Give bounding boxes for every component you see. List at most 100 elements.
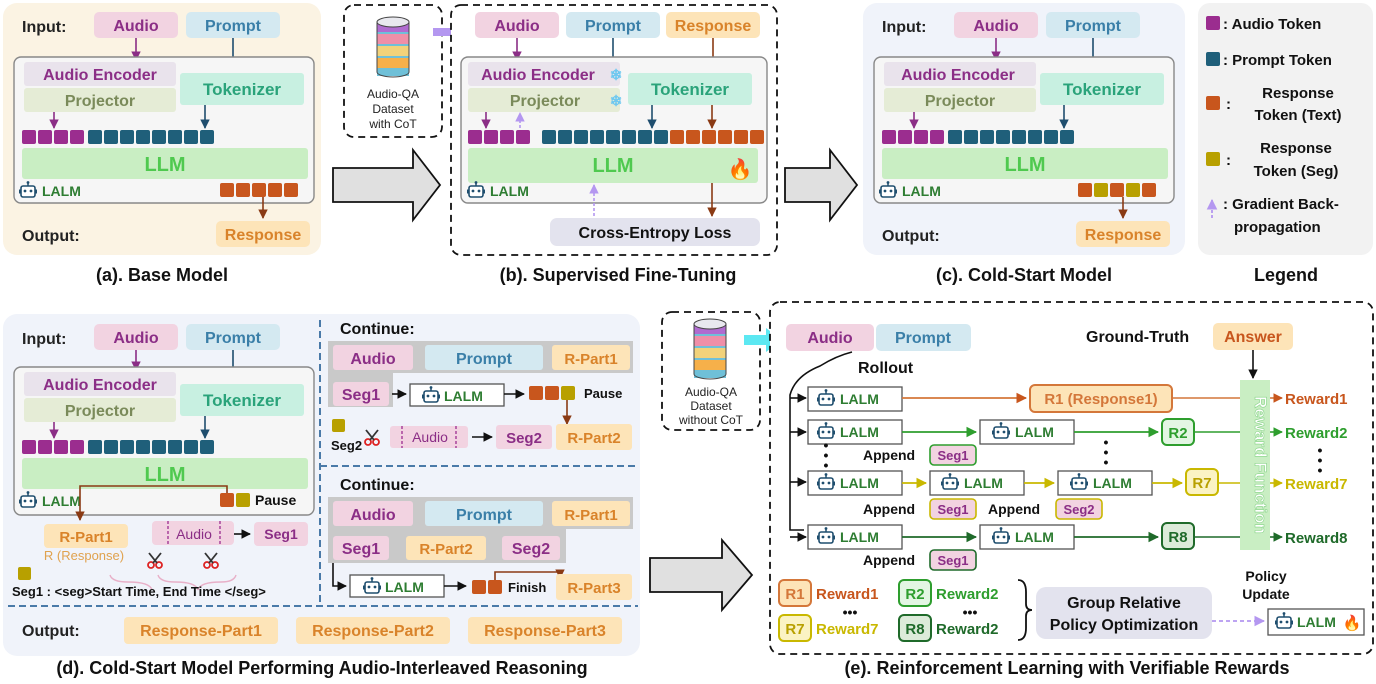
svg-text:•: •	[1318, 442, 1323, 458]
panel-a: Input: Audio Prompt Audio Encoder Projec…	[3, 3, 321, 255]
prompt-box	[1046, 12, 1140, 38]
summary-r8-label: R8	[905, 621, 924, 638]
audio-box	[94, 12, 178, 38]
audio-encoder-label: Audio Encoder	[481, 67, 595, 84]
seg1-box	[929, 549, 977, 571]
seg2-label: Seg2	[506, 430, 542, 447]
input-label: Input:	[22, 331, 66, 348]
loss-label: Cross-Entropy Loss	[579, 225, 732, 242]
r-part2-box	[556, 424, 632, 450]
r-part1-box	[44, 524, 128, 548]
r-part2-box	[406, 536, 486, 560]
summary-reward2b: Reward2	[936, 621, 999, 638]
seg2-label: Seg2	[1063, 502, 1094, 517]
lalm-label: LALM	[1015, 424, 1054, 440]
legend-response-seg-line-2: Token (Seg)	[1254, 163, 1339, 180]
snowflake-icon: ❄	[610, 67, 623, 84]
answer-box	[1213, 323, 1293, 350]
legend-response-seg-swatch	[1206, 152, 1220, 166]
fire-icon: 🔥	[1343, 614, 1362, 632]
seg1-label: Seg1	[264, 526, 298, 542]
ground-truth-label: Ground-Truth	[1086, 329, 1189, 346]
audio-label: Audio	[350, 351, 396, 368]
policy-update-line-1: Policy	[1245, 568, 1286, 584]
seg1-label: Seg1	[342, 387, 380, 404]
output-part3-box	[468, 617, 622, 644]
projector-label: Projector	[65, 93, 135, 110]
reward-function-box	[1240, 380, 1270, 550]
lalm-label: LALM	[1015, 529, 1054, 545]
dataset-line-2: Dataset	[690, 399, 732, 413]
lalm-label: LALM	[444, 388, 483, 404]
seg1-label: Seg1	[937, 448, 968, 463]
lalm-label: LALM	[840, 391, 879, 407]
summary-r8	[898, 614, 932, 642]
caption-legend: Legend	[1254, 265, 1318, 285]
seg2-box	[1055, 498, 1103, 520]
lalm-label: LALM	[1297, 614, 1336, 630]
legend-audio-swatch	[1206, 16, 1220, 30]
output-part2-box	[296, 617, 450, 644]
arrow-a-b	[332, 147, 442, 223]
grpo-line-2: Policy Optimization	[1050, 617, 1198, 634]
audio-dashed-box	[152, 521, 234, 545]
seg-token	[236, 493, 250, 507]
prompt-label: Prompt	[205, 330, 262, 347]
lalm-label: LALM	[42, 183, 81, 199]
dataset-line-3: with CoT	[368, 117, 417, 131]
projector-box	[468, 88, 620, 112]
caption-d: (d). Cold-Start Model Performing Audio-I…	[56, 658, 587, 678]
tokenizer-box	[180, 384, 304, 416]
summary-r1-label: R1	[785, 586, 804, 603]
reward1-label: Reward1	[1285, 391, 1348, 408]
seg1-box	[254, 522, 308, 546]
projector-box	[884, 88, 1036, 112]
r-part2-label: R-Part2	[419, 541, 472, 558]
seg2-label: Seg2	[331, 438, 362, 453]
r-part3-label: R-Part3	[567, 580, 620, 597]
reward-function-label: Reward Function	[1251, 396, 1270, 534]
r8-box	[1161, 522, 1195, 550]
projector-box	[24, 398, 176, 422]
audio-encoder-box	[468, 62, 620, 86]
output-part1-label: Response-Part1	[140, 623, 262, 640]
r8-label: R8	[1168, 529, 1187, 546]
audio-label: Audio	[973, 18, 1019, 35]
projector-label: Projector	[925, 93, 995, 110]
prompt-label: Prompt	[456, 507, 513, 524]
answer-label: Answer	[1224, 329, 1282, 346]
svg-text:•: •	[824, 447, 829, 463]
summary-dots: •••	[843, 604, 858, 620]
reward2-label: Reward2	[1285, 425, 1348, 442]
reward7-label: Reward7	[1285, 476, 1348, 493]
llm-label: LLM	[144, 154, 185, 176]
output-part3-label: Response-Part3	[484, 623, 606, 640]
tokenizer-box	[180, 73, 304, 105]
svg-text:•: •	[1104, 434, 1109, 450]
legend-response-text-line-2: Token (Text)	[1255, 107, 1342, 124]
dataset-line-1: Audio-QA	[367, 87, 419, 101]
audio-box	[475, 12, 559, 38]
llm-bar	[468, 148, 758, 183]
tokenizer-box	[1040, 73, 1164, 105]
r7-box	[1185, 468, 1219, 496]
policy-update-line-2: Update	[1242, 586, 1290, 602]
prompt-box	[425, 501, 543, 526]
lalm-label: LALM	[902, 183, 941, 199]
svg-text:•: •	[1318, 462, 1323, 478]
legend-response-text-swatch	[1206, 96, 1220, 110]
lalm-label: LALM	[42, 493, 81, 509]
audio-dashed-box	[390, 426, 468, 448]
response-tokens	[220, 183, 298, 197]
database-icon	[376, 16, 410, 78]
audio-box	[954, 12, 1038, 38]
audio-encoder-box	[24, 372, 176, 396]
lalm-label: LALM	[840, 529, 879, 545]
seg1-box	[333, 382, 389, 406]
tokenizer-label: Tokenizer	[1063, 80, 1141, 99]
svg-text::: :	[1226, 96, 1231, 113]
reward8-label: Reward8	[1285, 530, 1348, 547]
summary-reward2: Reward2	[936, 586, 999, 603]
seg1-box	[333, 536, 389, 560]
r1-label: R1 (Response1)	[1044, 391, 1157, 408]
